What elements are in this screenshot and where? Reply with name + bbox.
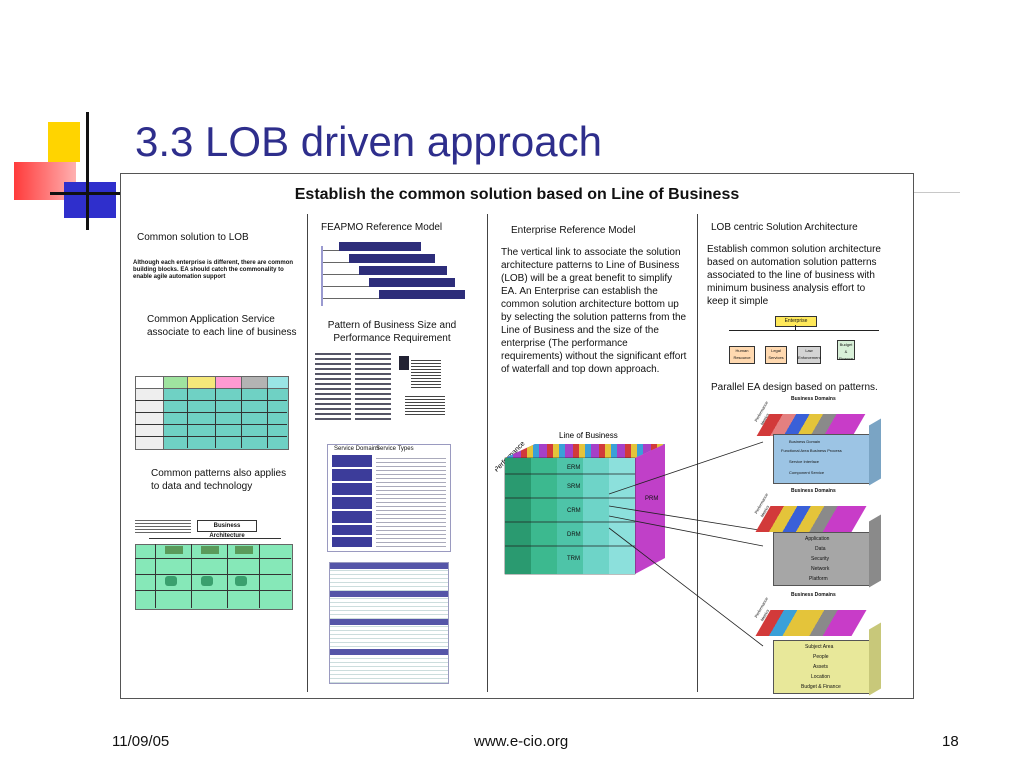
service-types-header: Service Types — [376, 446, 414, 452]
org-root: Enterprise — [775, 316, 817, 327]
block2-label: Business Domains — [791, 488, 836, 494]
block1-row: Service Interface — [789, 459, 820, 464]
block2-row: Platform — [809, 576, 828, 582]
lob-org-chart: Enterprise Human Resource Legal Services… — [729, 316, 885, 368]
footer-page-number: 18 — [942, 733, 959, 750]
cube-top-label: Line of Business — [559, 431, 618, 440]
cube-right-label: PRM — [645, 496, 658, 502]
col2-pattern-text: Pattern of Business Size and Performance… — [327, 320, 457, 344]
block1-row: Functional Area Business Process — [781, 448, 842, 453]
col3-header: Enterprise Reference Model — [511, 225, 636, 236]
col4-body: Establish common solution architecture b… — [707, 244, 881, 307]
block3-row: Budget & Finance — [801, 684, 841, 690]
col1-note: Although each enterprise is different, t… — [133, 260, 294, 280]
service-domains-header: Service Domains — [334, 446, 380, 452]
footer-date: 11/09/05 — [112, 733, 170, 750]
column-divider — [697, 214, 698, 692]
block2-row: Network — [811, 566, 830, 572]
accent-blue-square — [64, 182, 116, 218]
col1-header: Common solution to LOB — [137, 232, 249, 243]
figure-heading: Establish the common solution based on L… — [294, 186, 740, 203]
pattern-mini-diagram — [315, 350, 459, 420]
block2-row: Data — [815, 546, 826, 552]
org-hr: Human Resource — [729, 346, 755, 364]
block1-row: Component Service — [789, 470, 825, 475]
col4-header: LOB centric Solution Architecture — [711, 222, 858, 233]
org-law: Law Enforcement — [797, 346, 821, 364]
block3-row: Assets — [813, 664, 829, 670]
accent-horizontal-line — [50, 192, 130, 195]
figure-panel: Establish the common solution based on L… — [120, 173, 914, 699]
service-domain-table: Service Domains Service Types — [327, 444, 451, 552]
data-technology-grid: Business Architecture — [135, 518, 295, 610]
pattern-block-business: Business Domains Performance Metrics Bus… — [753, 396, 893, 486]
cube-row-srm: SRM — [567, 484, 580, 490]
footer-url: www.e-cio.org — [474, 733, 569, 750]
cube-connectors — [608, 441, 764, 647]
col4-parallel: Parallel EA design based on patterns. — [711, 382, 878, 393]
feapmo-stair-diagram — [317, 240, 467, 310]
block3-row: Location — [811, 674, 830, 680]
org-legal: Legal Services — [765, 346, 787, 364]
block3-label: Business Domains — [791, 592, 836, 598]
lob-cube-diagram: Line of Business Performance ERM SRM CRM… — [495, 431, 665, 575]
block1-label: Business Domains — [791, 396, 836, 402]
block2-row: Security — [811, 556, 830, 562]
pattern-block-data: Business Domains Performance Metrics Sub… — [753, 592, 893, 696]
org-budget: Budget & Finance — [837, 340, 855, 361]
column-divider — [307, 214, 308, 692]
col1-patterns-note: Common patterns also applies to data and… — [151, 468, 287, 492]
cube-row-drm: DRM — [567, 532, 581, 538]
block2-row: Application — [805, 536, 830, 542]
accent-vertical-line — [86, 112, 89, 230]
block3-row: People — [813, 654, 829, 660]
column-divider — [487, 214, 488, 692]
block3-row: Subject Area — [805, 644, 834, 650]
cube-row-crm: CRM — [567, 508, 581, 514]
business-architecture-box: Business Architecture — [197, 520, 257, 539]
cube-row-erm: ERM — [567, 465, 580, 471]
col2-header: FEAPMO Reference Model — [321, 222, 443, 233]
col3-body: The vertical link to associate the solut… — [501, 247, 687, 375]
service-components-list — [329, 562, 449, 684]
block1-row: Business Domain — [789, 439, 821, 444]
cube-row-trm: TRM — [567, 556, 580, 562]
pattern-block-technology: Business Domains Performance Metrics App… — [753, 488, 893, 588]
col1-app-service: Common Application Service associate to … — [147, 314, 297, 338]
slide-title: 3.3 LOB driven approach — [135, 118, 602, 165]
lob-service-table — [135, 376, 289, 450]
accent-yellow-square — [48, 122, 80, 162]
